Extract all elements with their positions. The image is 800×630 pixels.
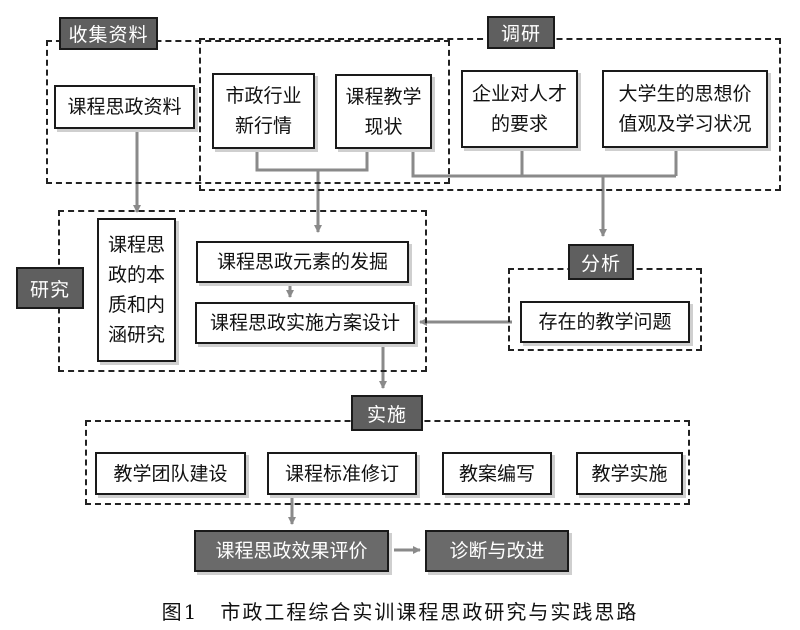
enterprise-line-2: 的要求 xyxy=(490,113,548,135)
industry-line-1: 市政行业 xyxy=(225,85,302,107)
student-line-1: 大学生的思想价 xyxy=(618,83,752,105)
problems-text: 存在的教学问题 xyxy=(538,311,672,333)
collect-region xyxy=(46,40,450,184)
analysis-tag: 分析 xyxy=(568,244,634,280)
course-material-box: 课程思政资料 xyxy=(54,85,195,129)
teaching-text: 教学实施 xyxy=(591,462,668,485)
lesson-plan-box: 教案编写 xyxy=(442,452,552,495)
nature-line-3: 质和内 xyxy=(107,294,165,316)
teaching-box: 教学实施 xyxy=(576,452,683,495)
diagnosis-box: 诊断与改进 xyxy=(425,530,569,572)
student-line-2: 值观及学习状况 xyxy=(618,113,752,135)
nature-research-box: 课程思 政的本 质和内 涵研究 xyxy=(97,218,176,362)
plan-design-box: 课程思政实施方案设计 xyxy=(195,302,415,344)
merge-line-survey-left xyxy=(255,147,369,172)
elements-text: 课程思政元素的发掘 xyxy=(216,251,388,273)
evaluation-text: 课程思政效果评价 xyxy=(215,540,368,562)
implement-tag: 实施 xyxy=(351,395,423,431)
teaching-status-box: 课程教学 现状 xyxy=(335,74,432,149)
team-text: 教学团队建设 xyxy=(113,462,228,485)
collect-tag: 收集资料 xyxy=(59,17,158,50)
diagnosis-text: 诊断与改进 xyxy=(449,540,545,562)
figure-caption: 图1 市政工程综合实训课程思政研究与实践思路 xyxy=(161,600,639,624)
plan-design-text: 课程思政实施方案设计 xyxy=(209,312,400,334)
survey-tag: 调研 xyxy=(487,16,555,49)
nature-line-2: 政的本 xyxy=(107,264,165,286)
course-material-text: 课程思政资料 xyxy=(67,96,182,118)
merge-line-survey-right-a xyxy=(411,147,676,178)
elements-box: 课程思政元素的发掘 xyxy=(196,241,409,283)
enterprise-line-1: 企业对人才 xyxy=(471,83,567,105)
teaching-status-line-2: 现状 xyxy=(364,115,403,138)
problems-box: 存在的教学问题 xyxy=(520,301,690,343)
standard-text: 课程标准修订 xyxy=(284,462,399,485)
enterprise-box: 企业对人才 的要求 xyxy=(461,70,578,148)
nature-line-4: 涵研究 xyxy=(107,324,165,346)
industry-box: 市政行业 新行情 xyxy=(212,73,315,149)
nature-line-1: 课程思 xyxy=(107,234,165,256)
research-tag: 研究 xyxy=(16,267,84,309)
student-box: 大学生的思想价 值观及学习状况 xyxy=(602,70,768,148)
standard-box: 课程标准修订 xyxy=(267,452,417,495)
teaching-status-line-1: 课程教学 xyxy=(345,85,422,108)
team-box: 教学团队建设 xyxy=(95,452,246,495)
industry-line-2: 新行情 xyxy=(234,115,292,137)
lesson-plan-text: 教案编写 xyxy=(458,462,535,485)
evaluation-box: 课程思政效果评价 xyxy=(194,530,389,572)
